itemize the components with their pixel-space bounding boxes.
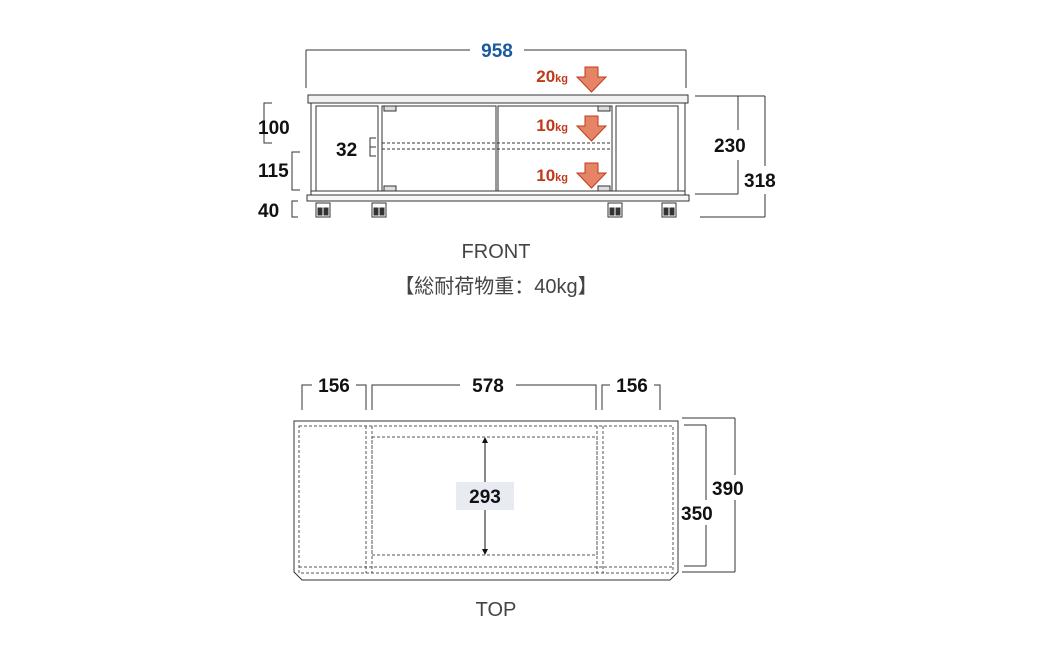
dim-center-section: 578: [472, 376, 504, 397]
front-caption: FRONT: [462, 241, 531, 263]
load-label-middle: 10kg: [536, 116, 568, 135]
inner-depth-label-bg: [456, 482, 514, 510]
front-width-dimension: [305, 49, 687, 88]
top-section-dimensions: [301, 384, 661, 410]
down-arrow-icon: [575, 115, 608, 142]
dim-total-height: 318: [744, 171, 776, 192]
dim-inner-depth: 293: [469, 487, 501, 508]
dim-body-height: 230: [714, 136, 746, 157]
top-view: [293, 384, 736, 581]
dim-shelf-thickness: 32: [336, 140, 357, 161]
load-label-bottom: 10kg: [536, 166, 568, 185]
dim-shelf-gap: 115: [258, 161, 289, 182]
dim-depth-inner: 350: [681, 504, 713, 525]
dim-top-rail: 100: [258, 118, 290, 139]
dim-left-section: 156: [318, 376, 350, 397]
top-outline: [293, 420, 679, 581]
dim-right-section: 156: [616, 376, 648, 397]
front-width-label: 958: [481, 41, 513, 62]
load-label-top: 20kg: [536, 67, 568, 86]
cabinet-front: [306, 94, 690, 202]
top-dashed-structure: [298, 425, 674, 574]
down-arrow-icon: [575, 162, 608, 189]
front-right-dimensions: [695, 95, 766, 218]
front-left-dimensions: [263, 102, 300, 218]
top-caption: TOP: [476, 599, 517, 621]
dim-caster: 40: [258, 201, 279, 222]
load-capacity-note: 【総耐荷物重：40kg】: [394, 275, 597, 298]
casters: [315, 202, 677, 218]
dim-depth-outer: 390: [712, 479, 744, 500]
top-right-dimensions: [682, 417, 736, 573]
load-arrows: [575, 66, 608, 189]
down-arrow-icon: [575, 66, 608, 93]
front-view: [263, 49, 766, 218]
